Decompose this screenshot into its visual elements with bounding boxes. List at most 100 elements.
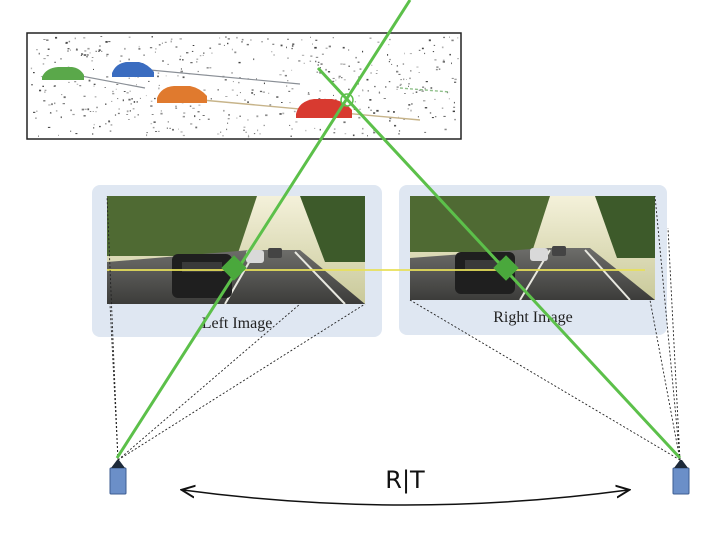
point-cloud-point [226, 128, 228, 131]
point-cloud-point [93, 68, 94, 70]
point-cloud-point [409, 77, 411, 80]
point-cloud-point [132, 108, 135, 110]
point-cloud-point [321, 53, 324, 55]
point-cloud-point [236, 94, 238, 96]
point-cloud-point [367, 135, 368, 137]
point-cloud-point [50, 112, 52, 113]
point-cloud-point [404, 93, 406, 94]
point-cloud-point [100, 36, 103, 37]
point-cloud-point [389, 38, 391, 41]
point-cloud-point [358, 116, 361, 119]
point-cloud-point [83, 115, 86, 117]
point-cloud-point [175, 107, 178, 109]
point-cloud-point [209, 67, 212, 69]
point-cloud-point [126, 114, 129, 115]
right-image-panel: Right Image [399, 185, 667, 335]
point-cloud-point [197, 111, 200, 113]
point-cloud-point [128, 119, 130, 120]
point-cloud-point [358, 95, 360, 97]
point-cloud-point [227, 42, 229, 45]
point-cloud-point [228, 114, 230, 116]
point-cloud-point [138, 45, 140, 48]
point-cloud-point [317, 61, 320, 63]
point-cloud-point [105, 41, 108, 43]
point-cloud-point [291, 47, 293, 50]
point-cloud-point [287, 80, 289, 82]
point-cloud-point [177, 75, 179, 77]
point-cloud-point [223, 109, 225, 112]
point-cloud-point [403, 78, 405, 81]
point-cloud-point [451, 39, 454, 42]
point-cloud-point [398, 116, 399, 118]
point-cloud-point [421, 90, 424, 92]
point-cloud-point [42, 85, 44, 87]
point-cloud-point [262, 91, 265, 93]
point-cloud-point [195, 126, 198, 129]
point-cloud-point [352, 134, 355, 137]
point-cloud-point [207, 118, 210, 120]
point-cloud-point [169, 127, 171, 129]
point-cloud-point [145, 95, 147, 97]
point-cloud-point [410, 109, 412, 112]
point-cloud-point [253, 94, 255, 96]
point-cloud-point [314, 127, 316, 129]
point-cloud-point [411, 103, 413, 105]
point-cloud-point [98, 51, 100, 52]
point-cloud-point [287, 38, 289, 40]
point-cloud-point [42, 63, 45, 65]
point-cloud-point [398, 130, 401, 132]
point-cloud-point [374, 85, 376, 88]
point-cloud-point [250, 39, 252, 41]
point-cloud-point [157, 130, 160, 132]
point-cloud-point [151, 36, 153, 38]
point-cloud-point [429, 112, 432, 114]
point-cloud-point [319, 128, 321, 131]
point-cloud-point [238, 61, 241, 64]
point-cloud-point [433, 44, 436, 46]
point-cloud-point [370, 109, 372, 111]
point-cloud-point [425, 81, 428, 83]
point-cloud-point [301, 39, 303, 41]
point-cloud-point [373, 130, 375, 132]
point-cloud-point [54, 102, 56, 105]
point-cloud-point [116, 83, 119, 85]
point-cloud-point [343, 79, 346, 81]
point-cloud-point [376, 70, 378, 71]
point-cloud-point [179, 58, 181, 61]
point-cloud-point [416, 66, 419, 68]
point-cloud-point [369, 37, 372, 39]
point-cloud-point [388, 81, 391, 83]
point-cloud-point [248, 134, 249, 137]
point-cloud-point [332, 77, 335, 79]
point-cloud-point [63, 96, 66, 99]
point-cloud-point [400, 79, 402, 81]
point-cloud-point [247, 119, 249, 121]
point-cloud-point [261, 41, 263, 43]
point-cloud-point [292, 43, 295, 46]
point-cloud-point [268, 92, 270, 94]
point-cloud-point [314, 46, 317, 49]
point-cloud-point [83, 37, 86, 39]
point-cloud-point [180, 70, 183, 73]
point-cloud-point [186, 52, 189, 54]
point-cloud-point [408, 83, 410, 85]
point-cloud-point [106, 55, 108, 57]
point-cloud-point [89, 52, 91, 54]
point-cloud-point [196, 58, 199, 60]
point-cloud-point [444, 128, 447, 131]
point-cloud-point [243, 129, 245, 131]
point-cloud-point [408, 104, 411, 106]
point-cloud-point [191, 50, 194, 52]
point-cloud-point [166, 127, 168, 129]
point-cloud-point [454, 78, 457, 81]
point-cloud-point [348, 88, 350, 91]
right-camera-frustum [409, 195, 681, 461]
point-cloud-point [179, 55, 182, 57]
point-cloud-point [432, 51, 435, 53]
point-cloud-point [332, 37, 334, 39]
point-cloud-point [253, 58, 255, 61]
point-cloud-point [333, 132, 336, 134]
point-cloud-point [359, 108, 361, 110]
point-cloud-point [167, 121, 169, 123]
point-cloud-point [138, 48, 141, 50]
